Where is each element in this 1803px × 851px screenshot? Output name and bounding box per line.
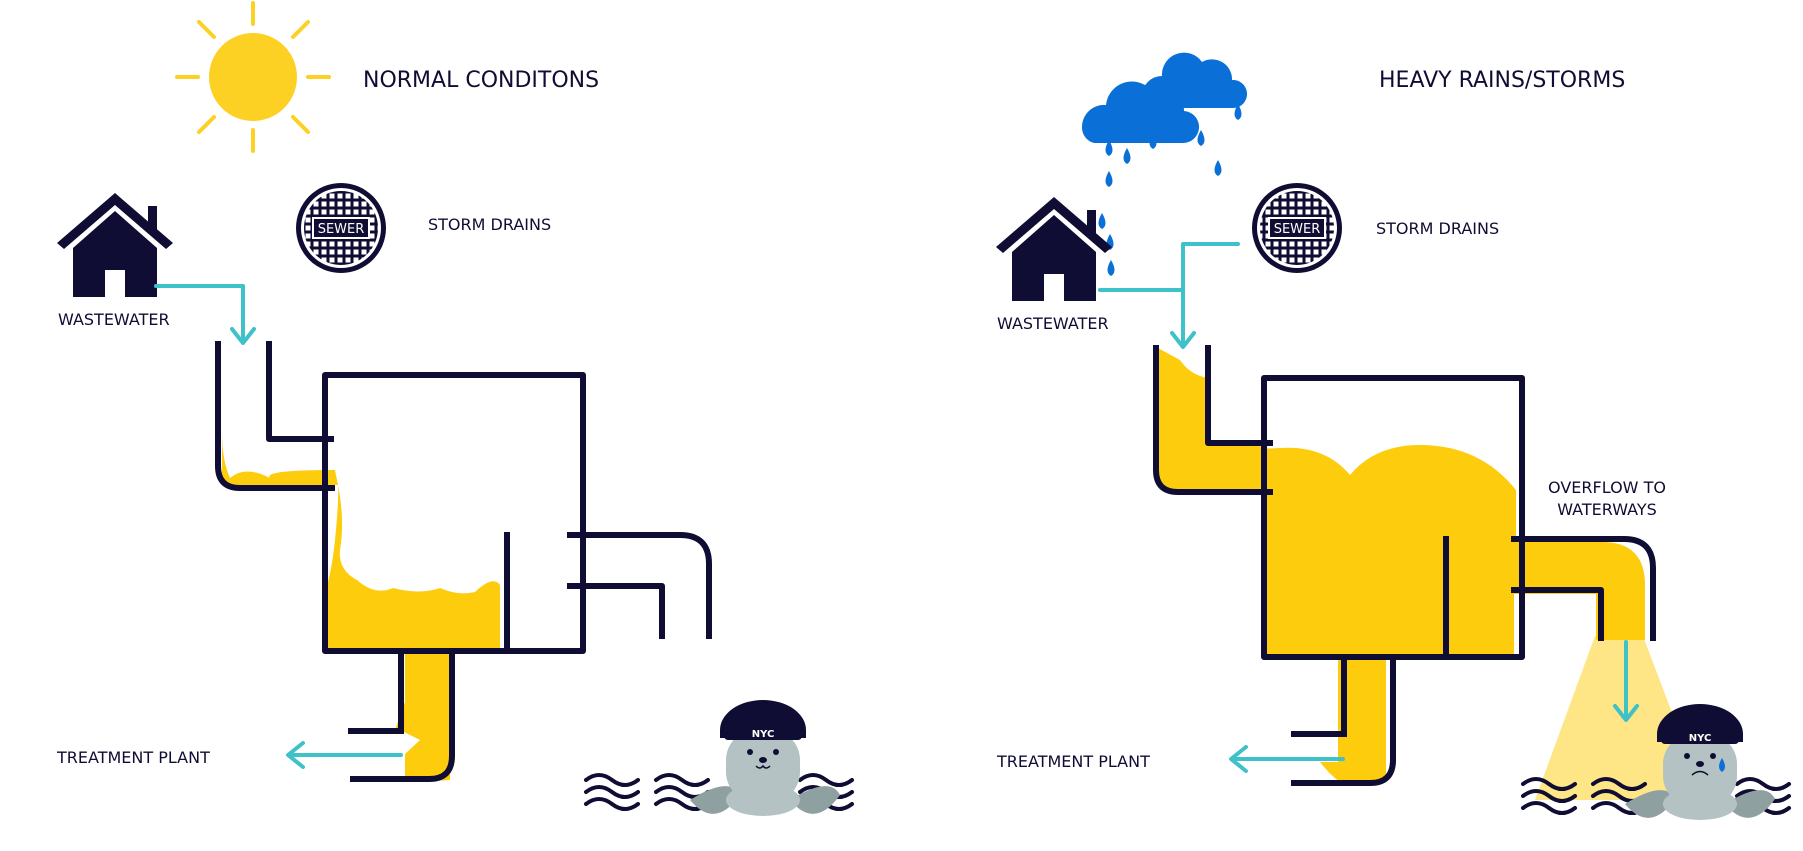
cloud-icon [1081,52,1248,144]
wastewater-flow-arrow [154,284,256,345]
wastewater-label: WASTEWATER [997,314,1109,333]
hat-text: NYC [752,729,775,740]
sewer-pipes [1153,345,1656,786]
storm-drains-label: STORM DRAINS [1376,219,1499,238]
heavy-rains-panel: HEAVY RAINS/STORMS WASTEWATER SEWER STOR… [996,52,1791,820]
seal-icon: NYC [690,700,840,816]
hat-text: NYC [1689,733,1712,744]
treatment-plant-arrow [1229,745,1345,773]
overflow-label-line2: WATERWAYS [1557,500,1657,519]
sewer-text: SEWER [1274,222,1321,237]
treatment-plant-label: TREATMENT PLANT [56,748,210,767]
manhole-cover-icon: SEWER [1252,183,1342,273]
treatment-plant-label: TREATMENT PLANT [996,752,1150,771]
storm-drains-label: STORM DRAINS [428,215,551,234]
sewage-fill [1158,348,1645,782]
combined-flow-arrow [1098,242,1240,349]
overflow-label-line1: OVERFLOW TO [1548,478,1666,497]
panel-title: HEAVY RAINS/STORMS [1379,68,1625,93]
house-icon [57,193,173,297]
sewer-text: SEWER [318,222,365,237]
house-icon [996,197,1112,301]
wastewater-label: WASTEWATER [58,310,170,329]
raindrop-icon [1098,104,1242,276]
normal-conditions-panel: NORMAL CONDITONS WASTEWATER SEWER STORM … [56,1,854,816]
seal-icon: NYC [1625,704,1775,820]
treatment-plant-arrow [286,741,403,769]
sewer-pipes [215,341,712,782]
overflow-beam [1535,636,1705,800]
sun-icon [175,1,331,153]
panel-title: NORMAL CONDITONS [363,68,599,93]
tear-icon [1719,758,1725,772]
sewage-fill [222,433,500,781]
manhole-cover-icon: SEWER [296,183,386,273]
